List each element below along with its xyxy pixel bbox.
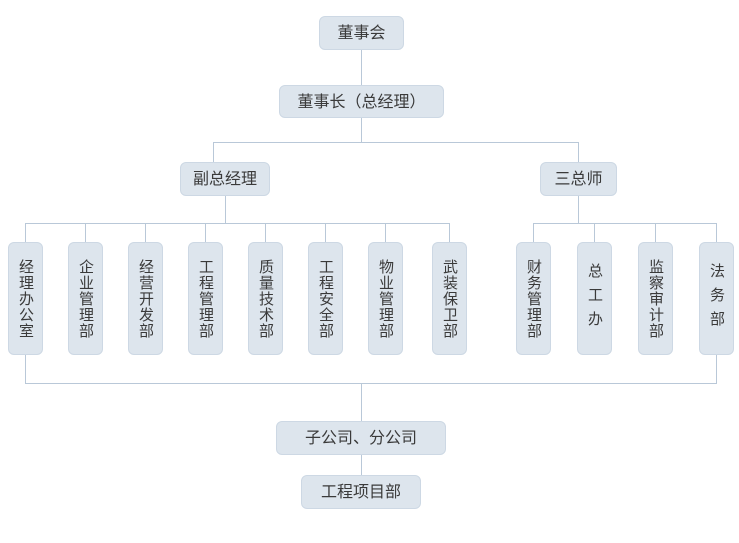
node-chairman[interactable]: 董事长（总经理）: [279, 85, 444, 118]
node-dept-engineering-safety[interactable]: 工程安全部: [308, 242, 343, 355]
connector-left-drop-3: [145, 223, 146, 242]
node-dept-enterprise-management[interactable]: 企业管理部: [68, 242, 103, 355]
node-dept-business-development[interactable]: 经营开发部: [128, 242, 163, 355]
node-dept-engineering-management[interactable]: 工程管理部: [188, 242, 223, 355]
connector-subsidiaries-to-project: [361, 455, 362, 475]
connector-deputy-gm-down: [225, 196, 226, 223]
connector-bus-to-deputy-gm: [213, 142, 214, 162]
node-three-chiefs[interactable]: 三总师: [540, 162, 617, 196]
connector-left-drop-7: [385, 223, 386, 242]
connector-right-drop-4: [716, 223, 717, 242]
connector-bottom-bus: [25, 383, 717, 384]
connector-left-department-bus: [25, 223, 450, 224]
connector-left-drop-1: [25, 223, 26, 242]
connector-right-drop-3: [655, 223, 656, 242]
node-dept-finance-management[interactable]: 财务管理部: [516, 242, 551, 355]
node-dept-manager-office[interactable]: 经理办公室: [8, 242, 43, 355]
connector-three-chiefs-down: [578, 196, 579, 223]
connector-bottom-left-riser: [25, 355, 26, 383]
connector-right-department-bus: [533, 223, 716, 224]
connector-left-drop-6: [325, 223, 326, 242]
node-dept-property-management[interactable]: 物业管理部: [368, 242, 403, 355]
connector-right-drop-2: [594, 223, 595, 242]
connector-bus-to-three-chiefs: [578, 142, 579, 162]
connector-left-drop-8: [449, 223, 450, 242]
node-dept-armed-security[interactable]: 武装保卫部: [432, 242, 467, 355]
node-project-department[interactable]: 工程项目部: [301, 475, 421, 509]
connector-right-drop-1: [533, 223, 534, 242]
node-dept-legal-affairs[interactable]: 法务部: [699, 242, 734, 355]
connector-level3-bus: [213, 142, 579, 143]
node-dept-supervision-audit[interactable]: 监察审计部: [638, 242, 673, 355]
node-dept-chief-engineer-office[interactable]: 总工办: [577, 242, 612, 355]
connector-left-drop-5: [265, 223, 266, 242]
node-deputy-gm[interactable]: 副总经理: [180, 162, 270, 196]
connector-bottom-right-riser: [716, 355, 717, 383]
connector-board-to-chairman: [361, 50, 362, 86]
connector-left-drop-4: [205, 223, 206, 242]
connector-chairman-down: [361, 118, 362, 142]
connector-left-drop-2: [85, 223, 86, 242]
connector-bottom-to-subsidiaries: [361, 383, 362, 421]
node-subsidiaries[interactable]: 子公司、分公司: [276, 421, 446, 455]
node-board[interactable]: 董事会: [319, 16, 404, 50]
node-dept-quality-technology[interactable]: 质量技术部: [248, 242, 283, 355]
